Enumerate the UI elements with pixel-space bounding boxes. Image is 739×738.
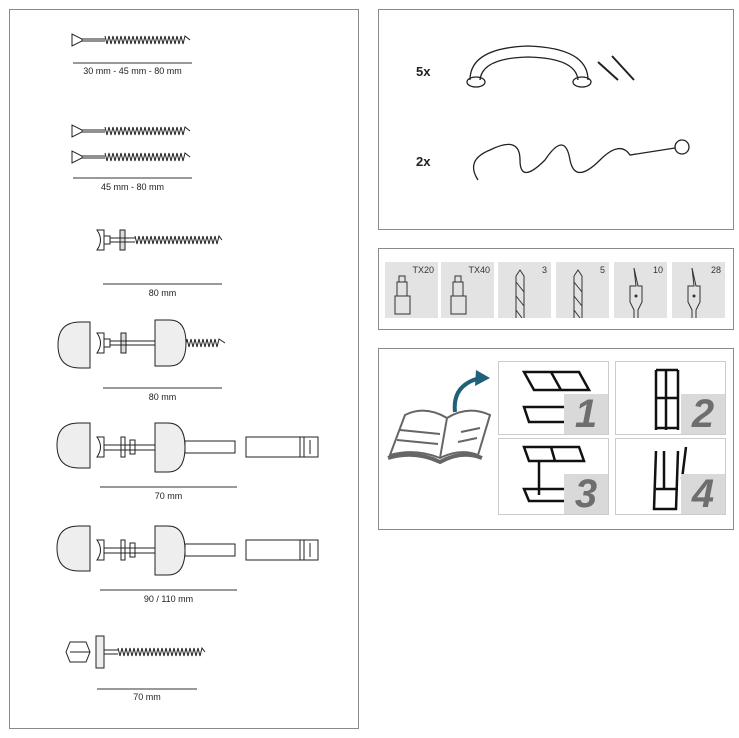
bit-label: 5 (599, 265, 605, 275)
step-number: 4 (681, 474, 725, 514)
bit-tile-tx20: TX20 (385, 262, 438, 318)
torx-bit-icon (394, 275, 411, 315)
dimension-label: 45 mm - 80 mm (100, 182, 164, 192)
bit-label: 10 (652, 265, 663, 275)
spiral-anchor-icon (472, 139, 690, 181)
drill-bit-icon (573, 269, 583, 318)
dimension-lines (73, 62, 237, 690)
countersunk-screw-icon (71, 33, 105, 47)
washer-head-screw-icon (96, 229, 135, 251)
bit-label: TX40 (468, 265, 490, 275)
dimension-label: 90 / 110 mm (143, 594, 194, 604)
spiral-quantity: 2x (416, 154, 431, 169)
frame-drawing (652, 446, 688, 511)
dimension-label: 30 mm - 45 mm - 80 mm (83, 66, 182, 76)
bit-tile-spade-28: 28 (672, 262, 725, 318)
thread-icon (134, 234, 223, 245)
bit-label: 28 (710, 265, 721, 275)
torx-bit-icon (450, 275, 467, 315)
handle-icon (466, 45, 635, 88)
manual-page-step-1: 1 (498, 361, 609, 435)
dimension-label: 70 mm (133, 692, 161, 702)
manual-page-step-2: 2 (615, 361, 726, 435)
thread-icon (104, 152, 191, 162)
step-number: 3 (564, 474, 608, 514)
frame-drawing (654, 368, 680, 430)
manual-page-step-3: 3 (498, 438, 609, 515)
bit-tile-drill-5: 5 (556, 262, 609, 318)
drill-bit-icon (515, 269, 525, 318)
step-number: 2 (681, 394, 725, 434)
thread-icon (104, 126, 191, 136)
accessories-panel (378, 9, 734, 230)
handle-quantity: 5x (416, 64, 431, 79)
connector-bolt-icon (56, 525, 319, 576)
thread-icon (117, 646, 206, 657)
dimension-label: 80 mm (148, 288, 177, 298)
frame-drawing (522, 445, 586, 503)
spade-bit-icon (687, 267, 701, 318)
bit-label: TX20 (412, 265, 434, 275)
step-number: 1 (564, 394, 608, 434)
manual-page-step-4: 4 (615, 438, 726, 515)
hex-head-screw-icon (65, 635, 118, 669)
connector-bolt-icon (56, 422, 319, 473)
book-icon (387, 409, 492, 465)
bit-tile-spade-10: 10 (614, 262, 667, 318)
bit-label: 3 (541, 265, 547, 275)
spade-bit-icon (629, 267, 643, 318)
thread-icon (104, 35, 191, 45)
cover-cap-screw-icon (57, 319, 187, 369)
dimension-label: 80 mm (148, 392, 177, 402)
countersunk-screw-icon (71, 124, 105, 164)
dimension-label: 70 mm (154, 491, 183, 501)
bit-tile-drill-3: 3 (498, 262, 551, 318)
bit-tile-tx40: TX40 (441, 262, 494, 318)
